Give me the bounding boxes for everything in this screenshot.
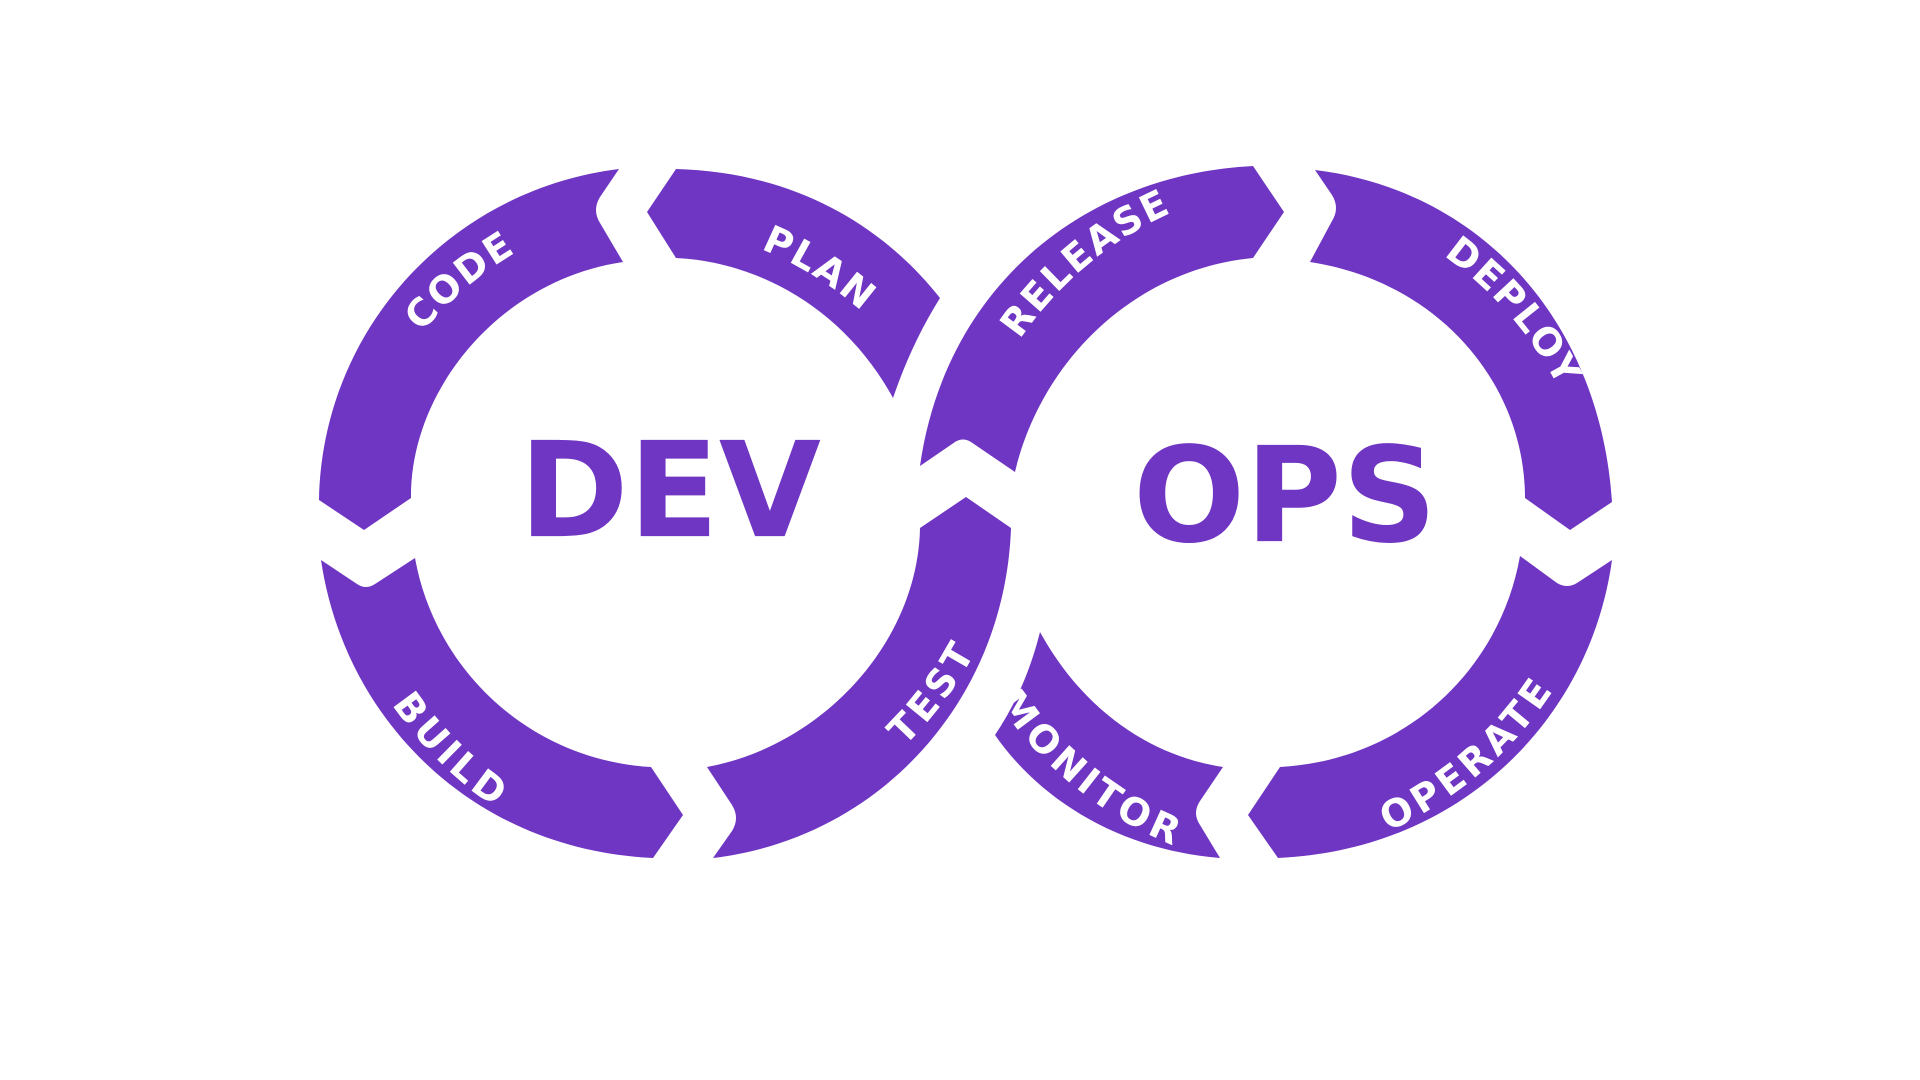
dev-loop	[319, 169, 1011, 858]
segment-release	[920, 166, 1284, 472]
hub-dev-title: DEV	[519, 414, 821, 568]
segment-deploy	[1310, 170, 1612, 530]
hub-ops-title: OPS	[1133, 419, 1437, 573]
segment-plan	[647, 169, 940, 398]
segment-monitor	[995, 632, 1223, 858]
segment-code	[319, 169, 623, 530]
ops-loop	[920, 166, 1612, 858]
segment-build	[321, 558, 683, 858]
segment-test	[707, 497, 1011, 858]
segment-operate	[1248, 556, 1612, 858]
